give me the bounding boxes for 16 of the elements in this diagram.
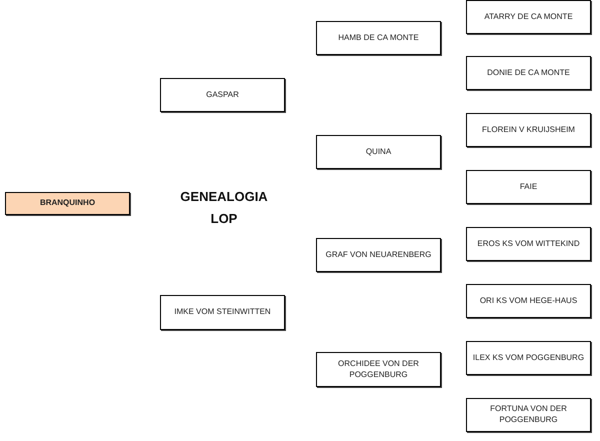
ancestor-box: ATARRY DE CA MONTE	[466, 0, 591, 34]
title: GENEALOGIA LOP	[179, 188, 269, 228]
ancestor-box: QUINA	[316, 135, 441, 169]
ancestor-box: FORTUNA VON DER POGGENBURG	[466, 398, 591, 432]
ancestor-box: FAIE	[466, 170, 591, 204]
ancestor-box: ILEX KS VOM POGGENBURG	[466, 341, 591, 375]
ancestor-box: IMKE VOM STEINWITTEN	[160, 295, 285, 330]
ancestor-box: GASPAR	[160, 78, 285, 112]
ancestor-box: DONIE DE CA MONTE	[466, 56, 591, 90]
ancestor-box: HAMB DE CA MONTE	[316, 21, 441, 55]
ancestor-box: ORI KS VOM HEGE-HAUS	[466, 284, 591, 318]
ancestor-box: FLOREIN V KRUIJSHEIM	[466, 113, 591, 147]
ancestor-box: GRAF VON NEUARENBERG	[316, 238, 441, 272]
ancestor-box: ORCHIDEE VON DER POGGENBURG	[316, 352, 441, 387]
ancestor-box: EROS KS VOM WITTEKIND	[466, 227, 591, 261]
subject-box: BRANQUINHO	[5, 192, 130, 215]
